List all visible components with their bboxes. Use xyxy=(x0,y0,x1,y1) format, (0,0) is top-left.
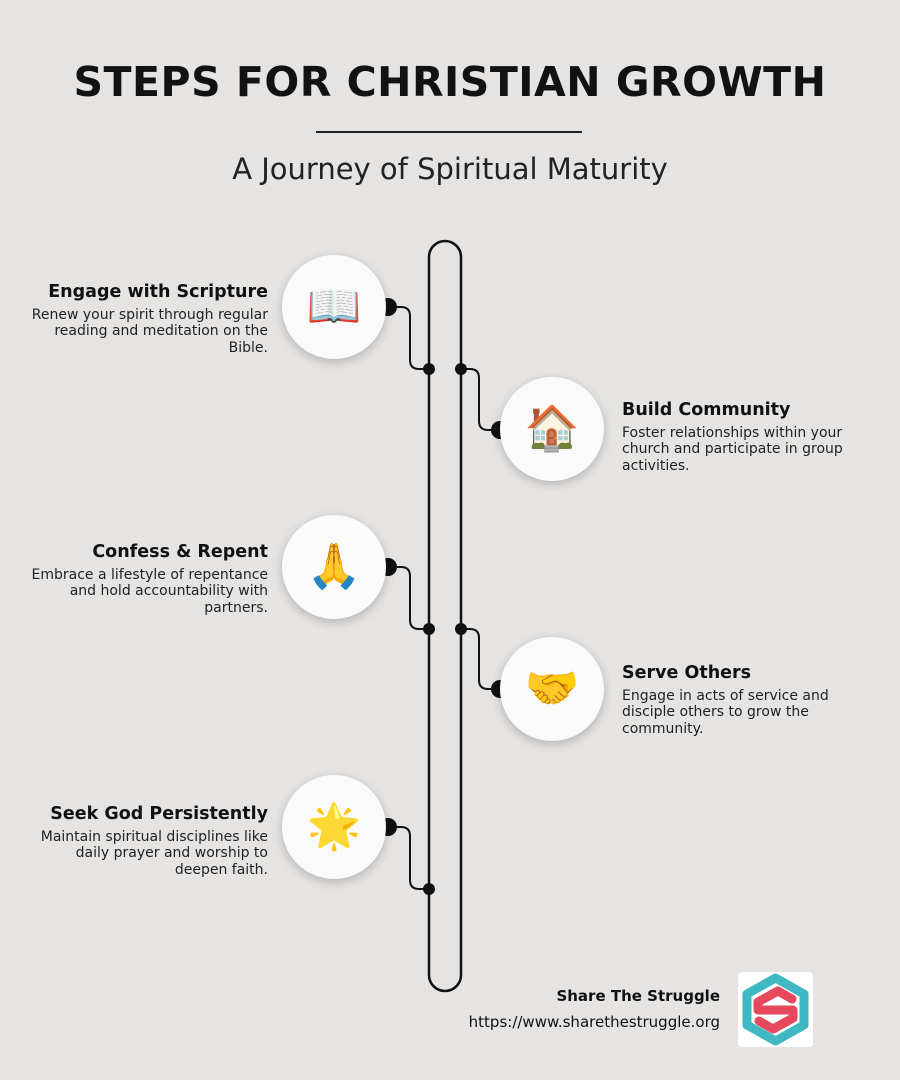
step-3-title: Confess & Repent xyxy=(92,542,268,562)
step-3-description: Embrace a lifestyle of repentance and ho… xyxy=(31,567,268,616)
node-step-2-track xyxy=(455,363,467,375)
step-2-description: Foster relationships within your church … xyxy=(622,425,843,474)
timeline-track xyxy=(427,239,463,993)
step-2-icon-badge: 🏠 xyxy=(500,377,604,481)
open-book-icon: 📖 xyxy=(306,281,362,332)
step-3-icon-badge: 🙏 xyxy=(282,515,386,619)
step-2-text: Build Community Foster relationships wit… xyxy=(622,400,844,474)
page-title: STEPS FOR CHRISTIAN GROWTH xyxy=(73,58,827,106)
connector-step-1 xyxy=(388,306,429,370)
title-divider xyxy=(316,131,582,133)
node-step-5-track xyxy=(423,883,435,895)
step-4-text: Serve Others Engage in acts of service a… xyxy=(622,663,852,737)
step-3-text: Confess & Repent Embrace a lifestyle of … xyxy=(20,542,268,616)
share-the-struggle-logo xyxy=(738,972,813,1047)
glowing-star-icon: 🌟 xyxy=(306,801,362,852)
praying-hands-icon: 🙏 xyxy=(306,541,362,592)
node-step-3-track xyxy=(423,623,435,635)
house-icon: 🏠 xyxy=(524,403,580,454)
step-1-text: Engage with Scripture Renew your spirit … xyxy=(20,282,268,356)
step-1-title: Engage with Scripture xyxy=(48,282,268,302)
step-2-title: Build Community xyxy=(622,400,791,420)
footer-organization-name: Share The Struggle xyxy=(556,987,720,1005)
step-5-text: Seek God Persistently Maintain spiritual… xyxy=(20,804,268,878)
connector-step-5 xyxy=(388,826,429,890)
step-4-icon-badge: 🤝 xyxy=(500,637,604,741)
connector-step-3 xyxy=(388,566,429,630)
step-1-icon-badge: 📖 xyxy=(282,255,386,359)
node-step-1-track xyxy=(423,363,435,375)
step-5-description: Maintain spiritual disciplines like dail… xyxy=(40,829,268,878)
step-4-title: Serve Others xyxy=(622,663,752,683)
node-step-4-track xyxy=(455,623,467,635)
step-4-description: Engage in acts of service and disciple o… xyxy=(622,688,829,737)
step-5-title: Seek God Persistently xyxy=(50,804,268,824)
step-5-icon-badge: 🌟 xyxy=(282,775,386,879)
connector-step-4 xyxy=(461,628,500,690)
handshake-icon: 🤝 xyxy=(524,663,580,714)
connector-step-2 xyxy=(461,368,500,431)
page-subtitle: A Journey of Spiritual Maturity xyxy=(232,152,668,186)
step-1-description: Renew your spirit through regular readin… xyxy=(31,307,268,356)
footer-website-link[interactable]: https://www.sharethestruggle.org xyxy=(468,1013,720,1031)
